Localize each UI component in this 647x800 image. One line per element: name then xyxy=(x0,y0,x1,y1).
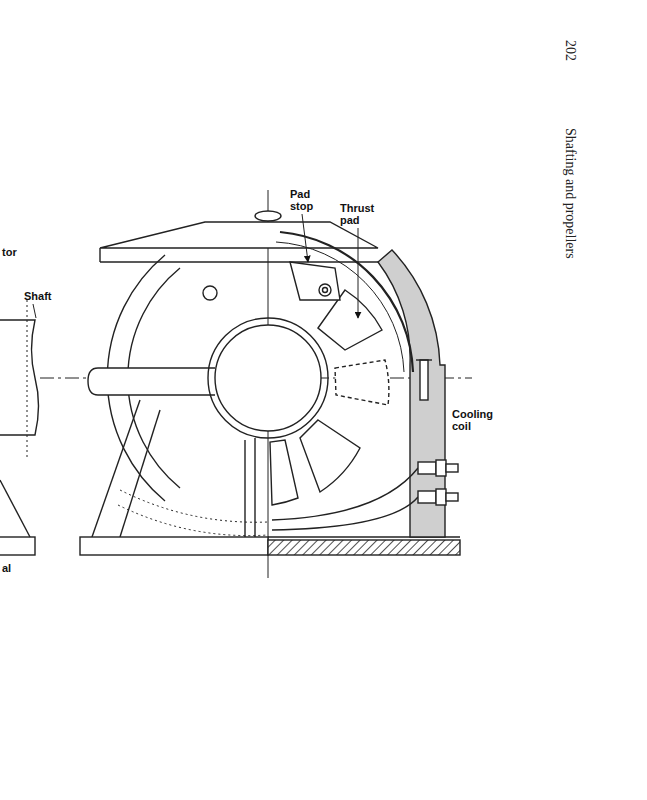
part-label: Pad stop xyxy=(290,188,324,212)
part-label: Cooling coil xyxy=(452,408,502,432)
part-label: Thrust pad xyxy=(340,202,382,226)
running-header: Shafting and propellers xyxy=(562,128,578,259)
part-label: Shaft xyxy=(24,290,64,302)
page-number: 202 xyxy=(562,40,578,61)
part-label: al xyxy=(2,562,42,574)
part-label: tor xyxy=(2,246,42,258)
